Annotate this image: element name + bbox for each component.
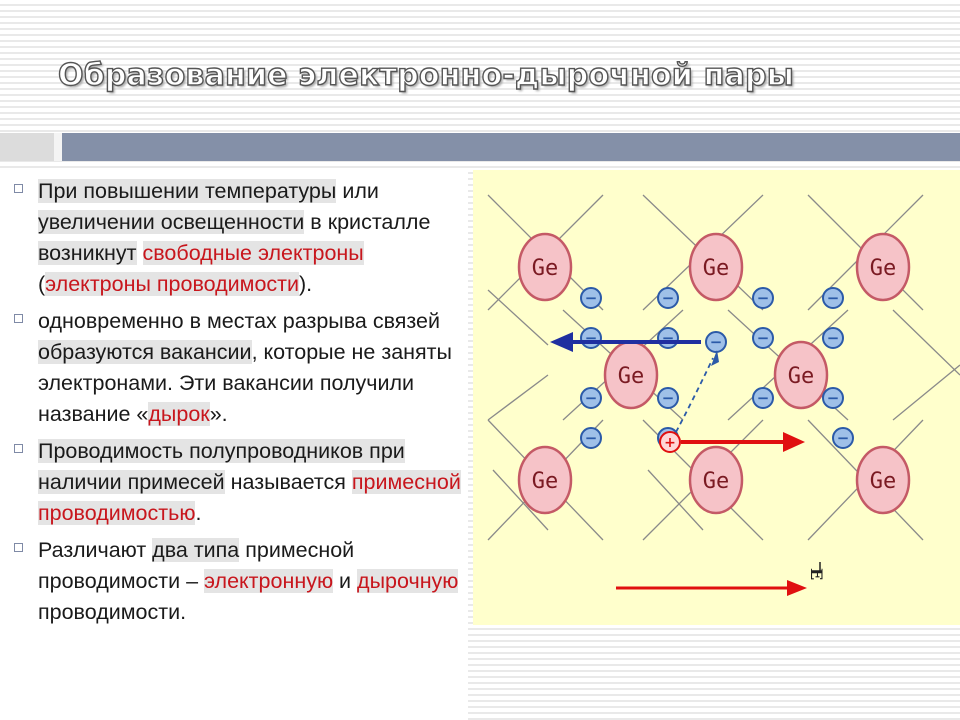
ge-atom [773,340,829,410]
highlighted-term: дырок [148,402,210,426]
highlighted-phrase: возникнут [38,241,137,265]
bullet-square-icon [14,184,23,193]
bullet-text: ). [299,272,313,296]
bond-line [647,469,704,531]
electron-sign: − [662,329,675,347]
bullet-text: в кристалле [304,210,431,234]
bullet-text: ». [209,402,228,426]
bond-line [892,364,960,421]
electron-sign: − [757,289,770,307]
electron-sign: − [585,329,598,347]
bullet-square-icon [14,543,23,552]
electron [822,287,844,309]
highlighted-phrase: образуются вакансии [38,340,252,364]
ge-atom-label: Ge [870,256,897,281]
highlighted-term: дырочную [357,569,459,593]
bullet-item: Проводимость полупроводников при наличии… [14,436,464,529]
bullet-text: , которые не заняты электронами. Эти вак… [38,340,452,426]
bullet-text: одновременно в местах разрыва связей [38,309,440,333]
hole [659,431,681,453]
title-divider-gap [54,133,62,161]
field-arrowhead [787,580,807,596]
ge-atom [855,445,911,515]
electron-sign: − [837,429,850,447]
electron [705,331,727,353]
bullet-text: примесной проводимости – [38,538,355,593]
electron [822,327,844,349]
electron [752,327,774,349]
electron [580,287,602,309]
electron [752,287,774,309]
highlighted-phrase: При повышении температуры [38,179,337,203]
highlighted-phrase: увеличении освещенности [38,210,305,234]
ge-atom [688,232,744,302]
electron [580,427,602,449]
ge-atom-label: Ge [870,469,897,494]
hole-sign: + [664,435,676,451]
ge-atom-label: Ge [532,469,559,494]
bond-line [892,309,960,376]
electron-sign: − [585,289,598,307]
electron-sign: − [827,389,840,407]
hole-drift-arrowhead [783,432,805,452]
title-divider-left [0,133,54,161]
bullet-item: При повышении температуры или увеличении… [14,176,464,300]
electron [657,287,679,309]
title-divider-right [62,133,960,161]
bullet-text: и [333,569,358,593]
highlighted-term: электронную [204,569,334,593]
bond-line [487,289,549,346]
electron [580,387,602,409]
ge-atom-label: Ge [618,364,645,389]
ge-atom-label: Ge [788,364,815,389]
electron-sign: − [710,333,723,351]
bullet-text: ( [38,272,46,296]
ge-atom [688,445,744,515]
electron-drift-arrowhead [550,332,573,352]
electron [822,387,844,409]
bond-line [492,469,549,531]
bullet-text: . [195,501,202,525]
ge-atom [517,445,573,515]
highlighted-term: свободные электроны [142,241,364,265]
bullet-text: Различают [38,538,153,562]
electron-path-dashed [675,357,714,433]
electron-sign: − [757,389,770,407]
bullet-text: или [336,179,379,203]
bullet-text [137,241,143,265]
electron-sign: − [662,289,675,307]
bullet-list: При повышении температуры или увеличении… [14,176,464,634]
ge-atom-label: Ge [703,469,730,494]
electron-sign: − [585,429,598,447]
electron-sign: − [585,389,598,407]
ge-atom [855,232,911,302]
electron [752,387,774,409]
bullet-square-icon [14,314,23,323]
highlighted-phrase: два типа [152,538,240,562]
ge-atom-label: Ge [532,256,559,281]
bond-line [487,374,549,421]
electron [657,387,679,409]
field-label: E [807,568,826,580]
bullet-item: Различают два типа примесной проводимост… [14,535,464,628]
ge-atom [517,232,573,302]
electron-sign: − [827,289,840,307]
electron [832,427,854,449]
bullet-text: называется [224,470,352,494]
ge-atom-label: Ge [703,256,730,281]
bullet-item: одновременно в местах разрыва связей обр… [14,306,464,430]
electron-sign: − [757,329,770,347]
slide-title: Образование электронно-дырочной пары [57,57,795,93]
highlighted-term: электроны проводимости [45,272,300,296]
bullet-text: проводимости. [38,600,187,624]
electron-sign: − [827,329,840,347]
electron-sign: − [662,389,675,407]
electron-path-arrowhead [711,350,719,366]
bullet-square-icon [14,444,23,453]
